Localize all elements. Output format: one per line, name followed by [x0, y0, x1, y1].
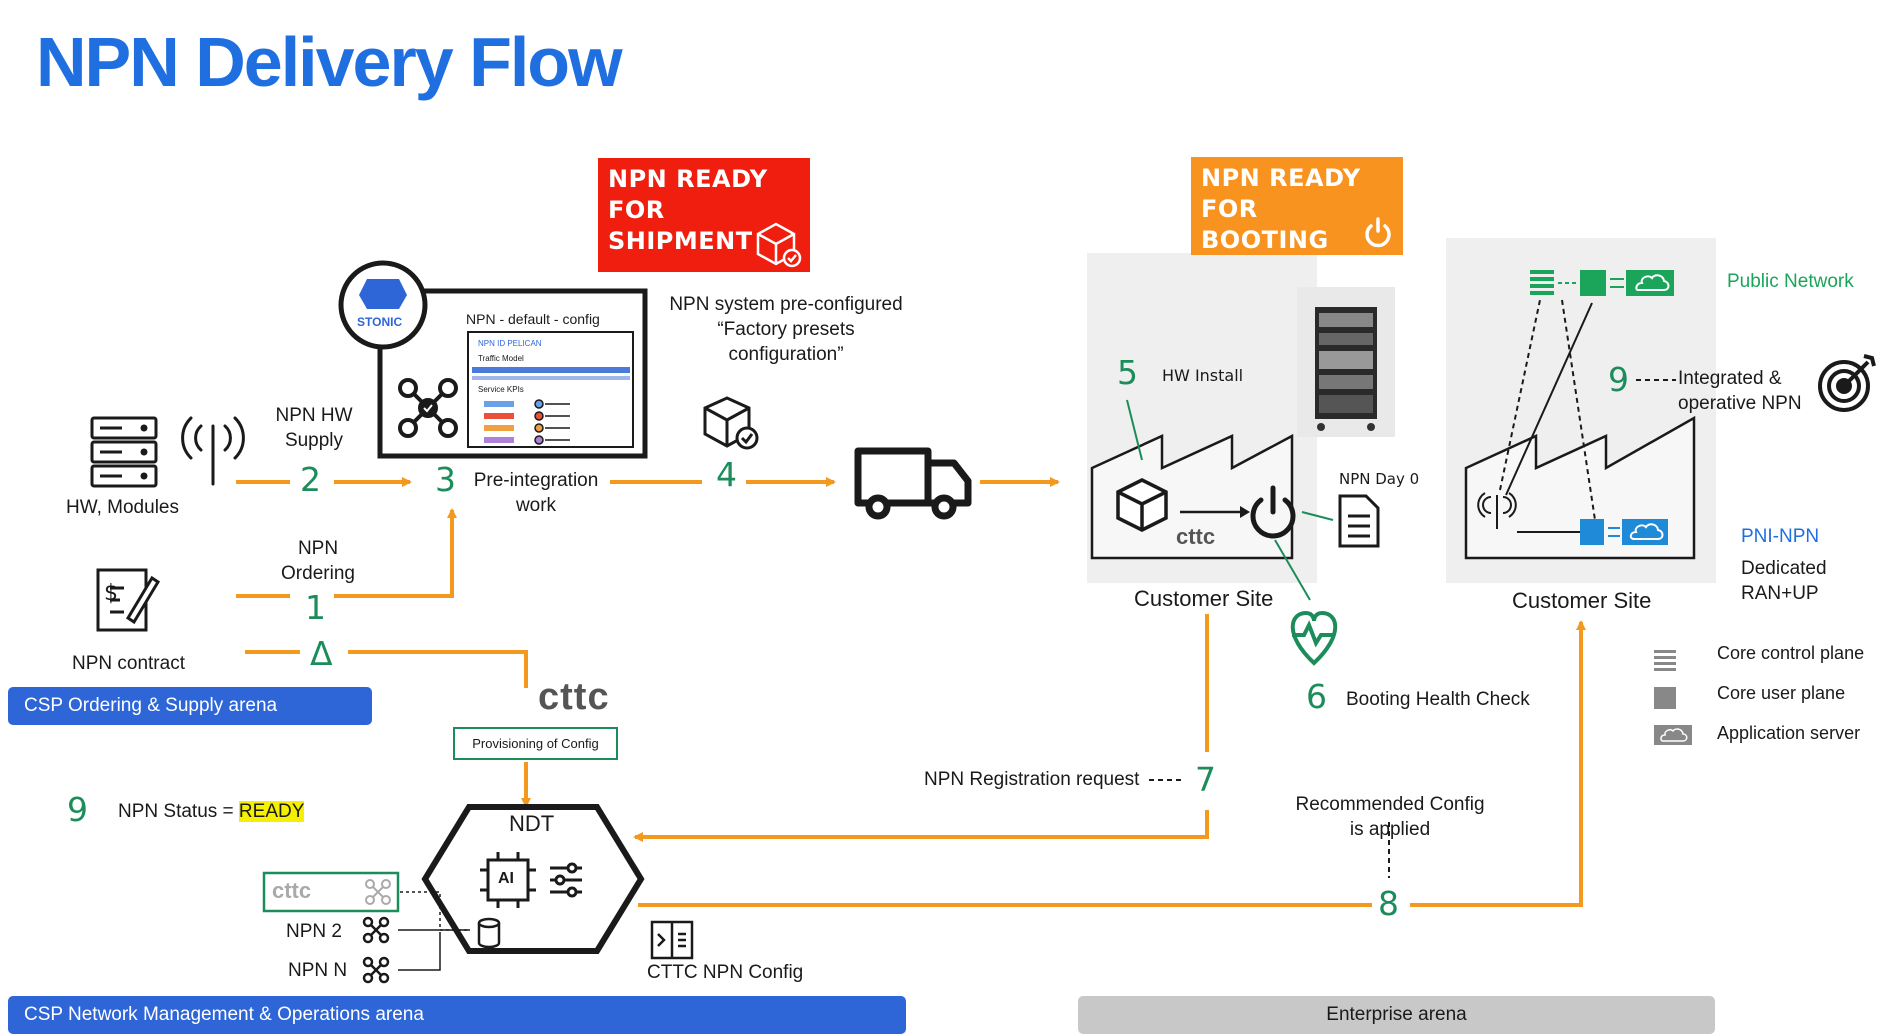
shipment-banner-text: NPN READY FOR SHIPMENT — [608, 165, 768, 255]
contract-icon: $ — [96, 568, 161, 632]
npn-n-label: NPN N — [288, 960, 348, 981]
step-1: 1 — [305, 588, 326, 627]
target-icon — [1818, 354, 1876, 412]
registration-label: NPN Registration request — [924, 769, 1140, 790]
core-control-plane-icon — [1530, 270, 1554, 295]
step-8: 8 — [1378, 884, 1399, 923]
pni-user-plane-icon — [1580, 519, 1604, 545]
npn-2-label: NPN 2 — [286, 921, 342, 942]
stonic-logo — [338, 260, 428, 350]
legend-app-server: Application server — [1717, 723, 1861, 743]
booting-banner-text: NPN READY FOR BOOTING — [1201, 164, 1361, 254]
ndt-label: NDT — [509, 811, 555, 836]
hw-supply-label: NPN HW Supply — [275, 405, 353, 451]
orange-flow-lines — [236, 477, 1586, 907]
preconfigured-label: NPN system pre-configured “Factory prese… — [669, 294, 903, 365]
enterprise-arena: Enterprise arena — [1078, 996, 1715, 1034]
npn-list-connectors — [398, 891, 470, 971]
step-delta: Δ — [310, 634, 333, 673]
dedicated-label: Dedicated RAN+UP — [1741, 558, 1827, 604]
package-check-icon — [703, 396, 759, 450]
integrated-label: Integrated & operative NPN — [1678, 368, 1802, 414]
config-title: NPN - default - config — [466, 311, 600, 327]
customer-site-1-label: Customer Site — [1134, 586, 1274, 611]
database-icon — [477, 917, 501, 949]
ordering-arena: CSP Ordering & Supply arena — [8, 687, 372, 725]
step-9-status: 9 — [67, 790, 88, 829]
legend-core-user-icon — [1654, 687, 1676, 709]
ai-chip-icon — [480, 852, 536, 908]
ai-chip-label: AI — [498, 870, 514, 887]
config-line-2: Traffic Model — [478, 354, 524, 363]
sliders-icon — [550, 862, 582, 898]
contract-label: NPN contract — [72, 653, 185, 674]
public-network-stack — [1530, 270, 1674, 296]
cttc-logo: cttc — [538, 676, 610, 718]
step-9-site: 9 — [1608, 360, 1629, 399]
customer-site-2-label: Customer Site — [1512, 588, 1652, 613]
power-icon — [1365, 217, 1391, 248]
stonic-label: STONIC — [357, 315, 403, 329]
faded-network-icon — [365, 879, 391, 905]
ordering-label: NPN Ordering — [281, 538, 355, 584]
cttc-small-logo: cttc — [272, 878, 312, 903]
svg-text:$: $ — [104, 581, 118, 606]
npn-status-label: NPN Status = — [118, 801, 239, 822]
step-7: 7 — [1195, 760, 1216, 799]
health-check-label: Booting Health Check — [1346, 689, 1530, 710]
document-icon — [1338, 494, 1380, 548]
application-server-icon — [1626, 270, 1674, 296]
config-line-1: NPN ID PELICAN — [478, 339, 542, 348]
cttc-npn-card — [262, 871, 400, 913]
step-6: 6 — [1306, 677, 1327, 716]
step-4: 4 — [716, 455, 737, 494]
hw-modules-label: HW, Modules — [66, 497, 179, 518]
step-3: 3 — [435, 460, 456, 499]
ndt-hexagon — [421, 804, 645, 954]
pni-stack — [1580, 519, 1668, 545]
antenna-icon — [181, 416, 245, 486]
npn-n-network-icon — [362, 956, 390, 984]
cttc-npn-config-label: CTTC NPN Config — [647, 962, 804, 983]
preintegration-label: Pre-integration work — [473, 470, 599, 516]
server-icon — [90, 416, 158, 488]
dashed-lines — [1149, 379, 1676, 878]
kpi-bars — [484, 399, 570, 445]
pni-npn-label: PNI-NPN — [1741, 526, 1820, 547]
recommended-label: Recommended Config is applied — [1295, 794, 1485, 840]
box-check-icon — [756, 222, 802, 268]
provisioning-box: Provisioning of Config — [453, 727, 618, 760]
hw-install-label: HW Install — [1162, 366, 1244, 385]
site-power-icon — [1250, 485, 1296, 539]
ready-for-shipment-banner: NPN READY FOR SHIPMENT — [598, 158, 810, 272]
legend-core-control-icon — [1654, 650, 1676, 671]
step-5: 5 — [1117, 353, 1138, 392]
small-antenna-icon — [1477, 492, 1517, 529]
heart-health-icon — [1290, 610, 1338, 666]
public-network-label: Public Network — [1727, 271, 1854, 292]
config-file-icon — [650, 920, 694, 960]
step-2: 2 — [300, 460, 321, 499]
truck-icon — [854, 447, 972, 520]
legend-core-control: Core control plane — [1717, 643, 1865, 663]
day0-label: NPN Day 0 — [1339, 470, 1420, 488]
npn-2-network-icon — [362, 916, 390, 944]
network-arena: CSP Network Management & Operations aren… — [8, 996, 906, 1034]
npn-status: NPN Status = READY — [118, 799, 305, 824]
network-node-icon — [398, 378, 458, 438]
rack-photo — [1297, 287, 1395, 437]
open-box-icon — [1116, 478, 1168, 532]
page-title: NPN Delivery Flow — [36, 23, 623, 101]
core-user-plane-icon — [1580, 270, 1606, 296]
npn-status-value: READY — [238, 801, 305, 822]
legend-core-user: Core user plane — [1717, 683, 1846, 703]
site1-cttc-logo: cttc — [1176, 524, 1216, 549]
legend-app-server-icon — [1654, 725, 1692, 745]
green-connectors — [1126, 399, 1334, 601]
config-line-3: Service KPIs — [478, 385, 524, 394]
